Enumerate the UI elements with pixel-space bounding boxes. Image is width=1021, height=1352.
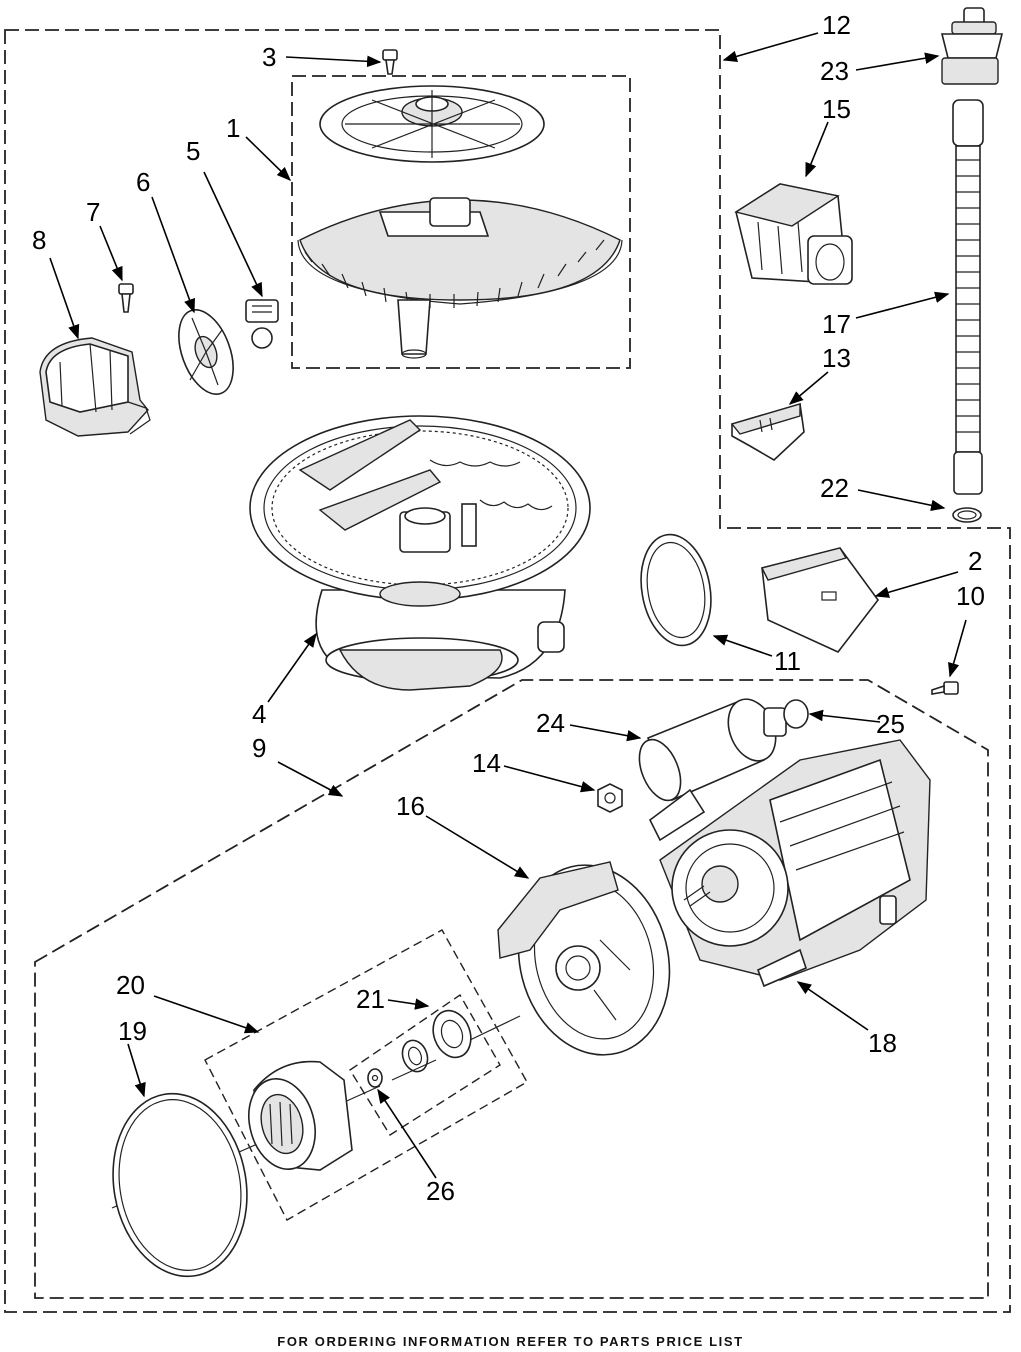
part-6-impeller bbox=[168, 302, 243, 401]
callout-9: 9 bbox=[252, 733, 266, 763]
callout-15: 15 bbox=[822, 94, 851, 124]
callout-5: 5 bbox=[186, 136, 200, 166]
part-13-bracket bbox=[732, 404, 804, 460]
callout-11: 11 bbox=[774, 646, 801, 676]
callout-10: 10 bbox=[956, 581, 985, 611]
part-23-sensor bbox=[942, 8, 1002, 84]
callout-18: 18 bbox=[868, 1028, 897, 1058]
part-26-washer bbox=[368, 1069, 382, 1087]
callout-16: 16 bbox=[396, 791, 425, 821]
callout-26: 26 bbox=[426, 1176, 455, 1206]
callout-7: 7 bbox=[86, 197, 100, 227]
part-14-nut bbox=[598, 784, 622, 812]
ordering-info-footer: FOR ORDERING INFORMATION REFER TO PARTS … bbox=[0, 1334, 1021, 1349]
part-22-clamp bbox=[953, 508, 981, 522]
part-2-cover bbox=[762, 548, 878, 652]
callout-25: 25 bbox=[876, 709, 905, 739]
callout-3: 3 bbox=[262, 42, 276, 72]
callout-24: 24 bbox=[536, 708, 565, 738]
part-25-washer bbox=[784, 700, 808, 728]
seal-group-boundary bbox=[205, 930, 527, 1220]
callout-2: 2 bbox=[968, 546, 982, 576]
part-19-oring bbox=[99, 1083, 261, 1287]
part-16-pump-housing bbox=[498, 849, 689, 1071]
callout-19: 19 bbox=[118, 1016, 147, 1046]
callout-22: 22 bbox=[820, 473, 849, 503]
part-4-sump bbox=[250, 416, 590, 690]
callout-21: 21 bbox=[356, 984, 385, 1014]
callout-17: 17 bbox=[822, 309, 851, 339]
part-11-gasket bbox=[633, 529, 719, 651]
part-10-screw bbox=[932, 682, 958, 694]
part-1-spray-arm bbox=[298, 86, 622, 358]
callout-8: 8 bbox=[32, 225, 46, 255]
callout-4: 4 bbox=[252, 699, 266, 729]
callout-1: 1 bbox=[226, 113, 240, 143]
part-3-screw bbox=[383, 50, 397, 74]
part-8-housing bbox=[40, 338, 150, 436]
callout-23: 23 bbox=[820, 56, 849, 86]
callout-13: 13 bbox=[822, 343, 851, 373]
callout-6: 6 bbox=[136, 167, 150, 197]
callout-14: 14 bbox=[472, 748, 501, 778]
part-21-seal bbox=[398, 1005, 477, 1075]
part-7-screw bbox=[119, 284, 133, 312]
part-15-diverter-motor bbox=[736, 184, 852, 284]
callout-20: 20 bbox=[116, 970, 145, 1000]
callout-12: 12 bbox=[822, 10, 851, 40]
part-17-hose bbox=[953, 100, 983, 494]
part-5-clip bbox=[246, 300, 278, 348]
